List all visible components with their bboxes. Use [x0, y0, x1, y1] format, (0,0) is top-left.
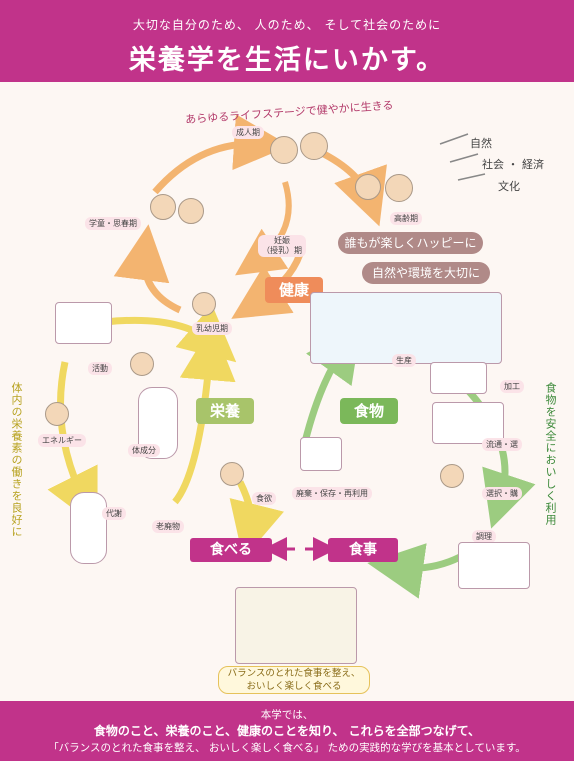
lifecycle-arc-top	[152, 114, 290, 195]
label-processing: 加工	[500, 380, 524, 393]
right-vertical-caption: 食物を安全においしく利用	[544, 382, 557, 526]
pill-environment: 自然や環境を大切に	[362, 262, 490, 284]
elderly-man-illustration	[385, 174, 413, 202]
label-metabolism: 代謝	[102, 507, 126, 520]
stage-adolescence: 学童・思春期	[85, 217, 141, 230]
left-vertical-caption: 体内の栄養素の働きを良好に	[10, 382, 23, 538]
stage-pregnancy: 妊娠 （授乳）期	[258, 235, 306, 257]
label-waste: 老廃物	[152, 520, 184, 533]
nutrition-arc-2	[47, 361, 98, 528]
footer-banner: 本学では、 食物のこと、栄養のこと、健康のことを知り、 これらを全部つなげて、 …	[0, 701, 574, 761]
label-activity: 活動	[88, 362, 112, 375]
stage-infancy: 乳幼児期	[192, 322, 232, 335]
label-energy: エネルギー	[38, 434, 86, 447]
student-chef-illustration	[178, 198, 204, 224]
bottom-caption: バランスのとれた食事を整え、 おいしく楽しく食べる	[218, 666, 370, 694]
child-energy-illustration	[45, 402, 69, 426]
footer-line1: 本学では、	[260, 709, 314, 721]
family-meal-illustration	[235, 587, 357, 664]
society-arrow-1	[439, 133, 469, 145]
digestive-illustration	[70, 492, 107, 564]
header-title: 栄養学を生活にいかす。	[128, 45, 446, 76]
desk-work-illustration	[55, 302, 112, 344]
adult-woman-illustration	[270, 136, 298, 164]
infant-illustration	[192, 292, 216, 316]
header-subtitle: 大切な自分のため、 人のため、 そして社会のために	[132, 18, 442, 32]
nutrition-arc-3	[172, 324, 236, 505]
label-waste-management: 廃棄・保存・再利用	[292, 487, 372, 500]
student-illustration	[150, 194, 176, 220]
label-selection: 選択・購	[482, 487, 522, 500]
society-nature: 自然	[470, 137, 492, 150]
stage-adult: 成人期	[232, 126, 264, 139]
box-health: 健康	[265, 277, 323, 303]
box-eating: 食べる	[190, 538, 272, 562]
farm-sea-illustration	[310, 292, 502, 364]
box-meal: 食事	[328, 538, 398, 562]
label-distribution: 流通・選	[482, 438, 522, 451]
stage-elderly: 高齢期	[390, 212, 422, 225]
footer-line3: 「バランスのとれた食事を整え、 おいしく楽しく食べる」 ための実践的な学びを基本…	[48, 742, 526, 754]
kitchen-illustration	[458, 542, 530, 589]
factory-illustration	[430, 362, 487, 394]
bottom-caption-line1: バランスのとれた食事を整え、	[227, 668, 361, 679]
pill-happy: 誰もが楽しくハッピーに	[338, 232, 483, 254]
label-body-component: 体成分	[128, 444, 160, 457]
adult-man-illustration	[300, 132, 328, 160]
elderly-woman-illustration	[355, 174, 381, 200]
label-cooking: 調理	[472, 530, 496, 543]
society-economy: 社会 ・ 経済	[482, 158, 544, 171]
market-illustration	[432, 402, 504, 444]
nutrition-arc-4	[229, 480, 284, 560]
eater-illustration	[220, 462, 244, 486]
bins-illustration	[300, 437, 342, 471]
header-banner: 大切な自分のため、 人のため、 そして社会のために 栄養学を生活にいかす。	[0, 0, 574, 82]
lifecycle-arc-left	[113, 224, 182, 314]
cook-illustration	[130, 352, 154, 376]
food-arc-2	[367, 543, 462, 599]
diagram-area: あらゆるライフステージで健やかに生きる 自然 社会 ・ 経済 文化 成人期 高齢…	[0, 82, 574, 701]
bottom-caption-line2: おいしく楽しく食べる	[246, 681, 342, 692]
society-arrow-2	[449, 153, 479, 163]
box-nutrition: 栄養	[196, 398, 254, 424]
footer-line2: 食物のこと、栄養のこと、健康のことを知り、 これらを全部つなげて、	[93, 724, 481, 738]
society-culture: 文化	[498, 180, 520, 193]
label-production: 生産	[392, 354, 416, 367]
society-arrow-3	[457, 173, 486, 181]
label-intake: 食欲	[252, 492, 276, 505]
box-food: 食物	[340, 398, 398, 424]
shopper-illustration	[440, 464, 464, 488]
